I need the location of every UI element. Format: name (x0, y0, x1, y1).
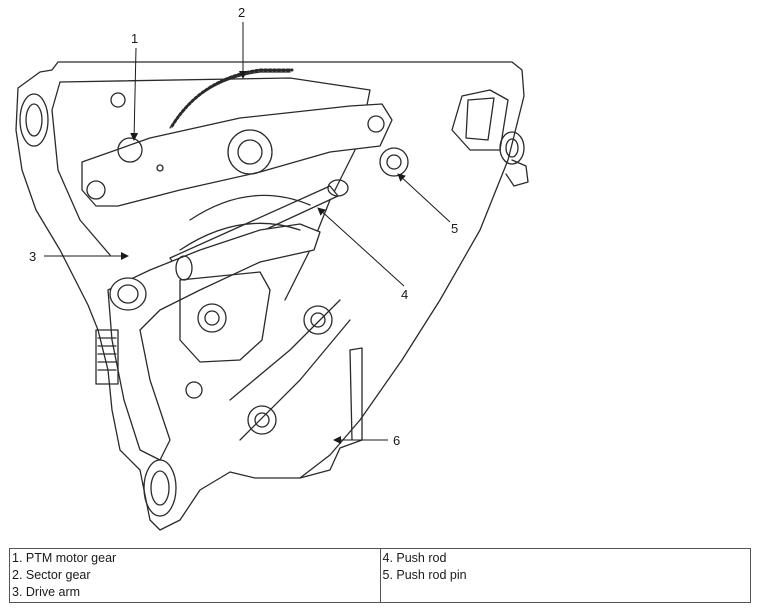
sector-gear (169, 68, 294, 129)
left-mount (19, 93, 49, 147)
leader-line-1 (130, 47, 139, 141)
lower-plate (110, 92, 385, 441)
push-rod-pin-shape (379, 147, 409, 177)
upper-lever (81, 103, 393, 207)
legend-item: 3. Drive arm (12, 585, 81, 599)
legend-column-left: 1. PTM motor gear 2. Sector gear 3. Driv… (10, 549, 380, 602)
callout-5: 5 (451, 221, 458, 236)
legend-item: 2. Sector gear (12, 568, 91, 582)
side-panel (299, 347, 363, 479)
legend-column-right: 4. Push rod 5. Push rod pin (379, 549, 751, 602)
callout-2: 2 (238, 5, 245, 20)
legend-item: 5. Push rod pin (382, 568, 467, 582)
callout-4: 4 (401, 287, 408, 302)
leader-line-4 (317, 207, 405, 287)
callout-6: 6 (393, 433, 400, 448)
mechanism-diagram: 1 2 3 4 5 6 (15, 5, 529, 531)
parts-legend: 1. PTM motor gear 2. Sector gear 3. Driv… (9, 548, 751, 603)
callout-1: 1 (131, 31, 138, 46)
leader-line-5 (397, 173, 451, 223)
motor-disc (179, 194, 311, 251)
connector-block (95, 329, 119, 385)
legend-item: 4. Push rod (382, 551, 447, 565)
callout-3: 3 (29, 249, 36, 264)
adjustment-knob (499, 131, 529, 187)
legend-item: 1. PTM motor gear (12, 551, 117, 565)
